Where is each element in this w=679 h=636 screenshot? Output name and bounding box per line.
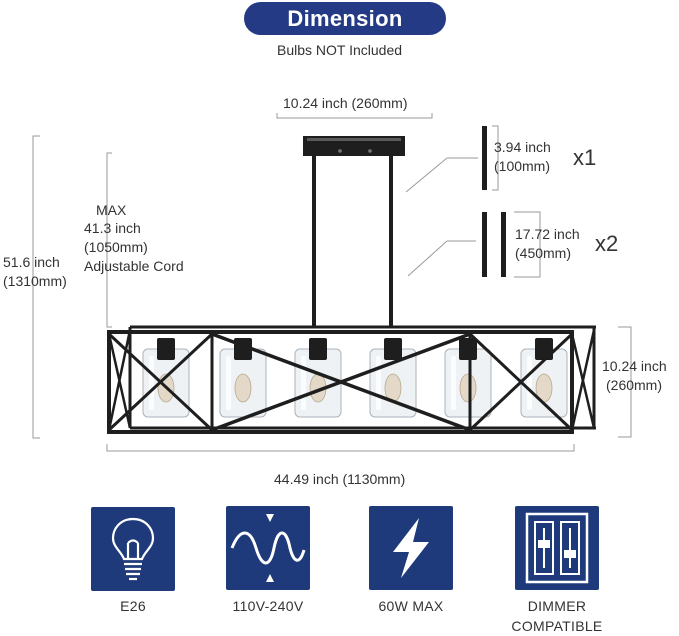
rod-long-bracket <box>514 211 541 278</box>
dimension-title-badge: Dimension <box>244 2 446 35</box>
total-height-label-line1: 51.6 inch <box>3 254 60 270</box>
rod-short-label-line2: (100mm) <box>494 158 551 174</box>
glass-shades <box>142 338 568 418</box>
feature-label-dimmer-line2: COMPATIBLE <box>511 618 603 634</box>
rod-short-leader <box>405 157 448 193</box>
cord-label-line4: Adjustable Cord <box>84 258 184 274</box>
canopy <box>303 136 405 156</box>
hanging-rod-right <box>389 156 393 328</box>
lightning-bolt-icon <box>369 506 453 590</box>
cord-label-line3: (1050mm) <box>84 239 148 255</box>
canopy-width-label: 10.24 inch (260mm) <box>283 95 408 111</box>
feature-label-voltage: 110V-240V <box>232 598 304 614</box>
cord-length-bracket <box>106 152 112 328</box>
feature-label-dimmer-line1: DIMMER <box>527 598 587 614</box>
hanging-rod-left <box>312 156 316 328</box>
rod-short-quantity: x1 <box>573 145 597 170</box>
cage-frame <box>107 325 596 434</box>
cord-label-line2: 41.3 inch <box>84 220 141 236</box>
rod-long-1 <box>482 212 487 277</box>
feature-label-e26: E26 <box>120 598 146 614</box>
body-height-bracket <box>618 326 632 438</box>
total-height-label-line2: (1310mm) <box>3 273 67 289</box>
feature-label-wattage: 60W MAX <box>378 598 444 614</box>
bulbs-note: Bulbs NOT Included <box>276 42 403 58</box>
rod-long-label-line1: 17.72 inch <box>515 226 580 242</box>
dimension-title: Dimension <box>287 5 403 31</box>
body-length-label: 44.49 inch (1130mm) <box>274 471 406 487</box>
bulb-icon <box>91 507 175 591</box>
rod-long-label-line2: (450mm) <box>515 245 572 261</box>
body-length-bracket <box>106 444 575 452</box>
dimmer-switch-icon <box>515 506 599 590</box>
rod-long-2 <box>501 212 506 277</box>
total-height-bracket <box>32 135 40 439</box>
voltage-wave-icon <box>226 506 310 590</box>
rod-long-quantity: x2 <box>595 231 619 256</box>
body-height-label-line2: (260mm) <box>606 377 663 393</box>
body-height-label-line1: 10.24 inch <box>602 358 667 374</box>
cord-label-line1: MAX <box>96 202 127 218</box>
rod-long-leader <box>407 240 448 277</box>
rod-short-bracket <box>492 125 499 191</box>
canopy-width-bracket <box>276 113 433 119</box>
rod-short-label-line1: 3.94 inch <box>494 139 551 155</box>
rod-short <box>482 126 487 190</box>
